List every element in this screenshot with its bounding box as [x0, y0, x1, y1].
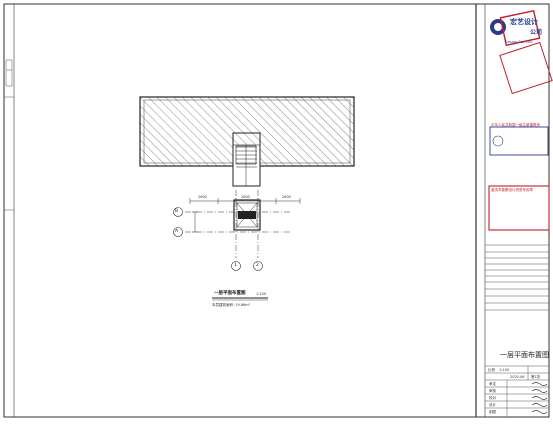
axis-bubble-b [173, 207, 183, 217]
axis-label-a: A [175, 229, 179, 234]
dim-mid: 2800 [241, 195, 250, 199]
plan-scale: 1:100 [256, 292, 267, 296]
axis-label-b: B [175, 209, 179, 214]
axis-bubble-a [173, 227, 183, 237]
axis-label-1: 1 [234, 263, 237, 268]
title-block-scale-label: 比例 [488, 368, 495, 372]
entry-frame [233, 199, 261, 231]
axis-bubble-1 [231, 261, 241, 271]
seal-company [499, 41, 553, 95]
axis-bubble-2 [253, 261, 263, 271]
outer-frame [3, 3, 550, 418]
dim-left: 2600 [198, 195, 207, 199]
title-block-sheet: 第1张 [531, 375, 541, 379]
sign-row-3: 校对 [489, 396, 496, 400]
dim-right: 2600 [282, 195, 291, 199]
review-stamp-text: 中华人民共和国一级注册建筑师 [491, 123, 540, 127]
axis-label-2: 2 [256, 263, 259, 268]
seal-text: 重庆市勘察设计资质专用章 [491, 188, 533, 192]
title-block-drawing-name: 一层平面布置图 [500, 351, 549, 359]
title-block-scale-value: 1:100 [499, 368, 510, 372]
company-name-en: Design Co., Ltd. [505, 40, 533, 44]
title-block-date: 2020.06 [510, 375, 525, 379]
red-qualification-stamp [488, 185, 550, 231]
blue-stamp [489, 126, 549, 156]
company-name: 宏艺设计 [510, 18, 538, 26]
sign-row-2: 审核 [489, 389, 496, 393]
sign-row-5: 制图 [489, 410, 496, 414]
seal-top [499, 9, 541, 47]
plan-title: 一层平面布置图 [214, 291, 246, 296]
sign-row-1: 审定 [489, 382, 496, 386]
plan-note: 本层建筑面积: 19.86m² [212, 303, 251, 307]
sign-row-4: 设计 [489, 403, 496, 407]
company-name-suffix: 公司 [530, 29, 543, 36]
